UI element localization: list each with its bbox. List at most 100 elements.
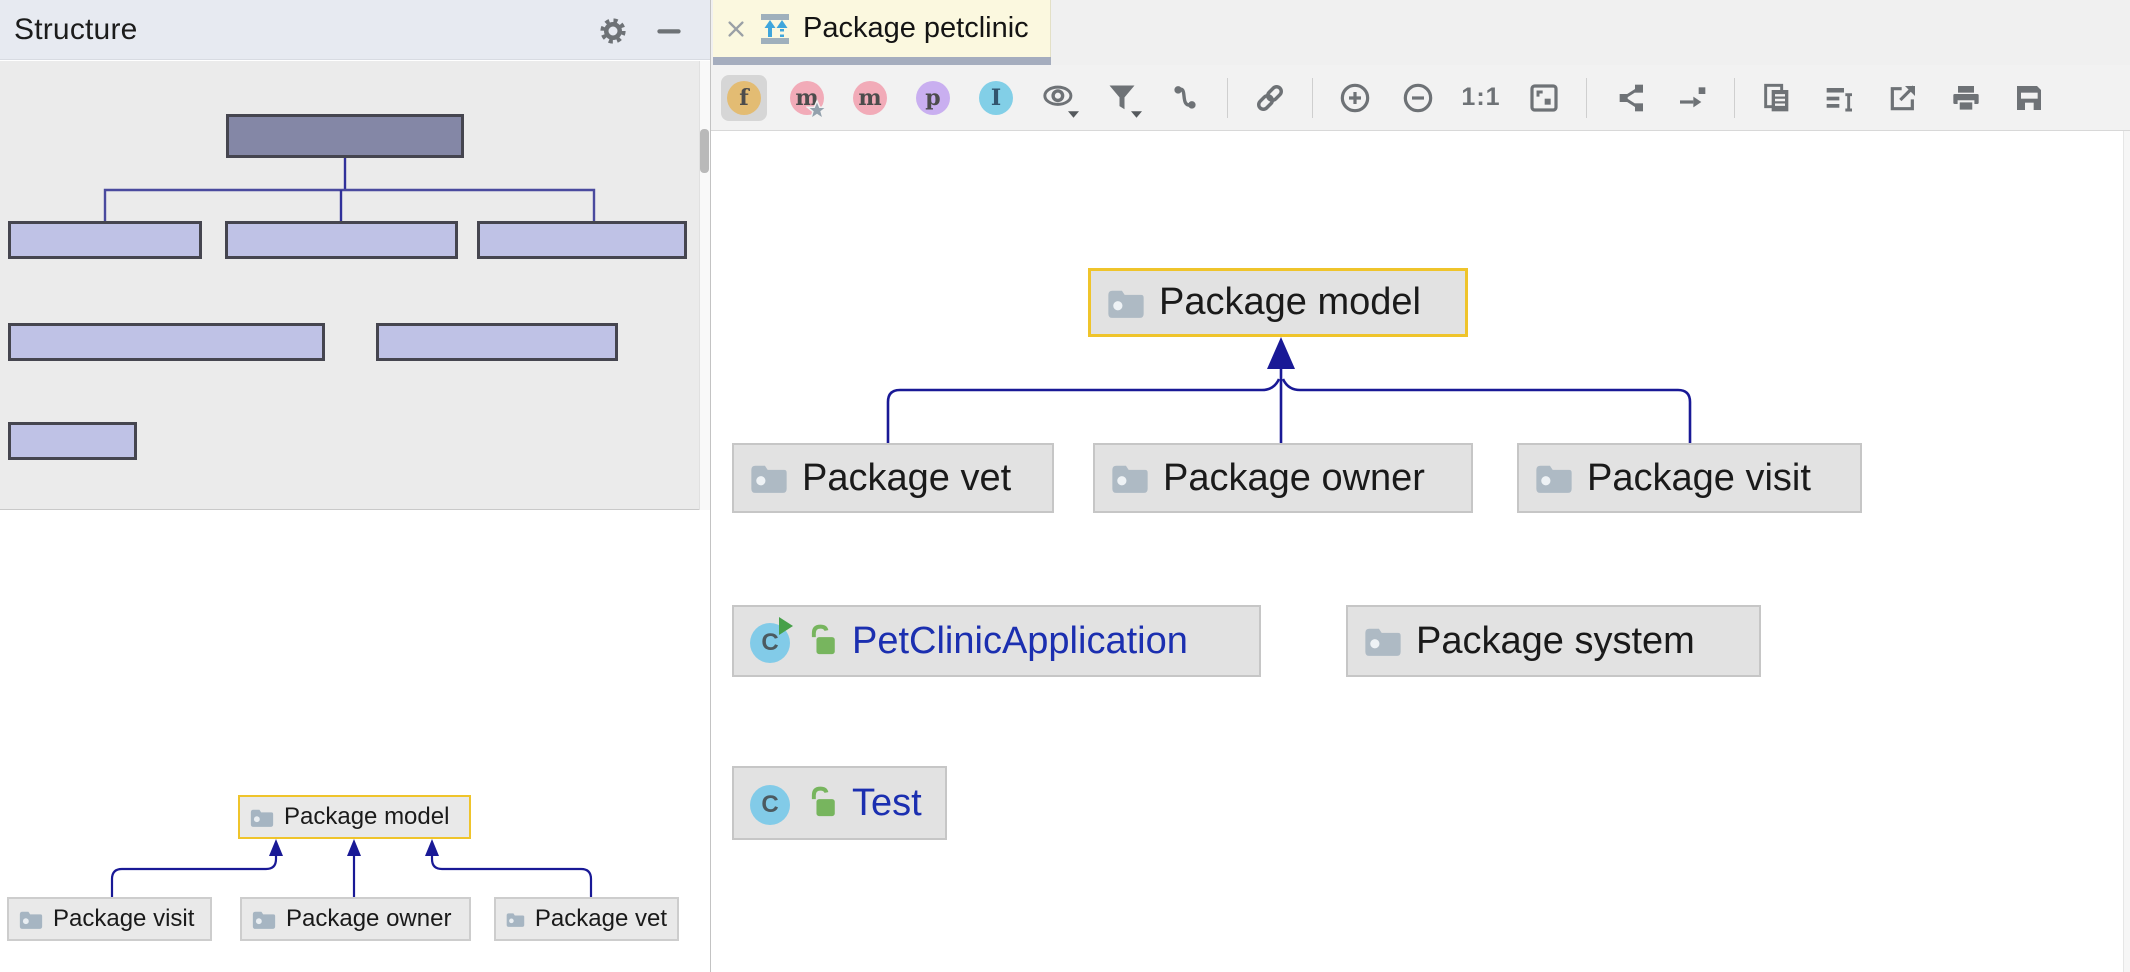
fields-icon: f bbox=[727, 80, 761, 115]
canvas-scrollbar[interactable] bbox=[2123, 131, 2130, 972]
node-package-model[interactable]: Package model bbox=[1088, 268, 1468, 337]
actual-size-button[interactable]: 1:1 bbox=[1458, 75, 1504, 121]
apply-layout-button[interactable] bbox=[1606, 75, 1652, 121]
overview-node[interactable] bbox=[477, 221, 687, 259]
tab-package-petclinic[interactable]: Package petclinic bbox=[713, 0, 1051, 57]
run-overlay-icon bbox=[779, 617, 793, 635]
open-lock-icon bbox=[811, 786, 835, 817]
overview-node[interactable] bbox=[225, 221, 458, 259]
node-label: Package model bbox=[1159, 281, 1421, 323]
structure-panel: Structure bbox=[0, 0, 710, 972]
overview-scrollbar-thumb[interactable] bbox=[700, 129, 709, 173]
show-methods-button[interactable]: m bbox=[847, 75, 893, 121]
show-constructors-button[interactable]: m bbox=[784, 75, 830, 121]
node-label: Package visit bbox=[1587, 456, 1811, 499]
open-lock-icon bbox=[811, 624, 835, 655]
inner-classes-icon: I bbox=[979, 80, 1013, 115]
structure-panel-header: Structure bbox=[0, 0, 710, 60]
folder-icon bbox=[252, 911, 276, 929]
node-package-owner[interactable]: Package owner bbox=[1093, 443, 1473, 513]
preview-node-package-model[interactable]: Package model bbox=[238, 795, 471, 839]
active-tab-underline bbox=[713, 57, 1051, 65]
actual-size-icon: 1:1 bbox=[1461, 83, 1501, 111]
folder-icon bbox=[1365, 628, 1401, 656]
toolbar-separator bbox=[1227, 77, 1228, 118]
overview-node[interactable] bbox=[8, 221, 202, 259]
editor-tab-bar: Package petclinic bbox=[711, 0, 2130, 65]
diagram-toolbar: f m m p I bbox=[711, 65, 2130, 131]
diagram-canvas[interactable]: Package model Package vet Package owner … bbox=[711, 131, 2130, 972]
export-icon bbox=[1890, 85, 1915, 110]
node-label: Test bbox=[852, 781, 922, 824]
toolbar-separator bbox=[1312, 77, 1313, 118]
show-properties-button[interactable]: p bbox=[910, 75, 956, 121]
close-icon[interactable] bbox=[725, 18, 747, 40]
structure-panel-title: Structure bbox=[14, 12, 138, 46]
folder-icon bbox=[1112, 465, 1148, 493]
preview-node-package-owner[interactable]: Package owner bbox=[240, 897, 471, 941]
structure-preview: Package model Package visit Package owne… bbox=[0, 510, 710, 972]
show-inner-classes-button[interactable]: I bbox=[973, 75, 1019, 121]
zoom-out-button[interactable] bbox=[1395, 75, 1441, 121]
folder-icon bbox=[19, 911, 43, 929]
tab-title: Package petclinic bbox=[803, 12, 1029, 44]
show-fields-button[interactable]: f bbox=[721, 74, 767, 121]
overview-node[interactable] bbox=[8, 422, 137, 460]
node-petclinicapplication[interactable]: C PetClinicApplication bbox=[732, 605, 1261, 677]
scope-filter-icon bbox=[1109, 85, 1135, 109]
node-package-system[interactable]: Package system bbox=[1346, 605, 1761, 677]
preview-node-package-visit[interactable]: Package visit bbox=[7, 897, 212, 941]
preview-node-package-vet[interactable]: Package vet bbox=[494, 897, 679, 941]
node-package-vet[interactable]: Package vet bbox=[732, 443, 1054, 513]
fit-content-icon bbox=[1530, 83, 1558, 112]
class-icon: C bbox=[750, 781, 794, 825]
uml-diagram-icon bbox=[761, 13, 789, 44]
star-badge-icon bbox=[806, 98, 828, 120]
visibility-level-button[interactable] bbox=[1036, 75, 1082, 121]
folder-icon bbox=[751, 465, 787, 493]
overview-node[interactable] bbox=[376, 323, 618, 361]
fit-content-button[interactable] bbox=[1521, 75, 1567, 121]
node-labels-icon bbox=[1826, 87, 1852, 111]
overview-scrollbar[interactable] bbox=[699, 61, 710, 510]
print-button[interactable] bbox=[1943, 75, 1989, 121]
save-button[interactable] bbox=[2006, 75, 2052, 121]
class-letter: C bbox=[750, 785, 790, 825]
dropdown-caret-icon bbox=[1068, 110, 1079, 118]
dropdown-caret-icon bbox=[1131, 110, 1142, 118]
scope-filter-button[interactable] bbox=[1099, 75, 1145, 121]
diagram-editor: Package petclinic f m m p I bbox=[711, 0, 2130, 972]
copy-diagram-button[interactable] bbox=[1754, 75, 1800, 121]
preview-node-label: Package vet bbox=[534, 905, 667, 932]
node-label: Package vet bbox=[802, 456, 1012, 499]
zoom-out-icon bbox=[1403, 83, 1433, 112]
preview-node-label: Package owner bbox=[286, 905, 452, 932]
diagram-overview-map[interactable] bbox=[0, 61, 710, 510]
link-button[interactable] bbox=[1247, 75, 1293, 121]
hide-panel-icon[interactable] bbox=[650, 12, 688, 50]
overview-node[interactable] bbox=[8, 323, 325, 361]
panel-divider[interactable] bbox=[710, 0, 711, 972]
zoom-in-button[interactable] bbox=[1332, 75, 1378, 121]
node-label: PetClinicApplication bbox=[852, 619, 1188, 662]
preview-edges bbox=[110, 839, 593, 897]
overview-node[interactable] bbox=[226, 114, 464, 158]
preview-node-label: Package visit bbox=[53, 905, 195, 932]
diagram-edges[interactable] bbox=[711, 131, 2130, 972]
node-label: Package system bbox=[1416, 619, 1695, 662]
print-icon bbox=[1953, 85, 1979, 112]
show-dependencies-button[interactable] bbox=[1162, 75, 1208, 121]
export-button[interactable] bbox=[1880, 75, 1926, 121]
apply-layout-icon bbox=[1619, 84, 1643, 111]
preview-node-label: Package model bbox=[284, 803, 450, 830]
properties-icon: p bbox=[916, 80, 950, 115]
node-package-visit[interactable]: Package visit bbox=[1517, 443, 1862, 513]
route-edge-button[interactable] bbox=[1669, 75, 1715, 121]
class-icon: C bbox=[750, 617, 794, 663]
node-labels-button[interactable] bbox=[1817, 75, 1863, 121]
settings-gear-icon[interactable] bbox=[594, 12, 632, 50]
node-test[interactable]: C Test bbox=[732, 766, 947, 840]
folder-icon bbox=[250, 809, 274, 827]
link-icon bbox=[1257, 84, 1283, 111]
